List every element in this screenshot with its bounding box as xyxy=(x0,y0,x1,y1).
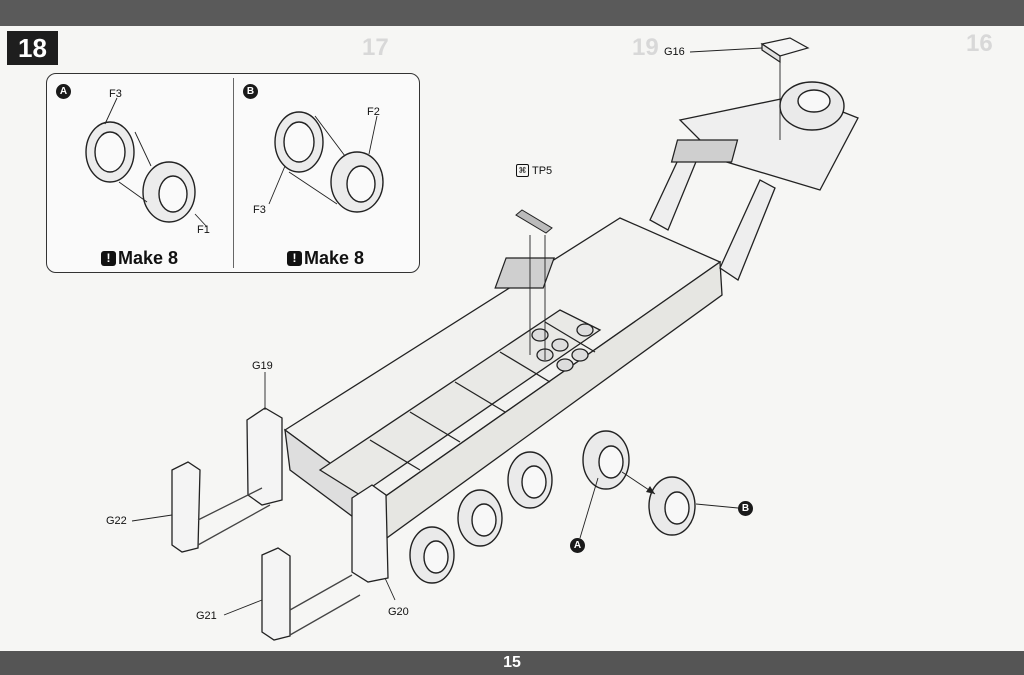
part-label-f3: F3 xyxy=(253,204,266,216)
warning-icon: ! xyxy=(287,251,302,266)
make-8-label: ! Make 8 xyxy=(287,248,364,269)
wheel-b xyxy=(648,476,696,536)
part-label-f1: F1 xyxy=(197,224,210,236)
callout-a-marker: A xyxy=(570,538,585,553)
make-8-text: Make 8 xyxy=(118,248,179,268)
make-8-label: ! Make 8 xyxy=(101,248,178,269)
wheel xyxy=(507,451,553,509)
ghost-step: 16 xyxy=(966,30,993,57)
make-8-text: Make 8 xyxy=(304,248,365,268)
spare-wheel xyxy=(779,81,845,131)
part-label-f2: F2 xyxy=(367,106,380,118)
part-label-g21: G21 xyxy=(196,610,217,622)
part-label-f3: F3 xyxy=(109,88,122,100)
wheel-a xyxy=(582,430,630,490)
inset-divider xyxy=(233,78,234,268)
tire-f3-b xyxy=(274,111,324,173)
callout-b-marker: B xyxy=(243,84,258,99)
step-number: 18 xyxy=(7,31,58,65)
ghost-step: 17 xyxy=(362,34,389,61)
callout-b-marker: B xyxy=(738,501,753,516)
part-label-g22: G22 xyxy=(106,515,127,527)
tape-icon: ⌘ xyxy=(516,164,529,177)
part-label-g19: G19 xyxy=(252,360,273,372)
tp5-label: ⌘ TP5 xyxy=(516,164,552,177)
top-band xyxy=(0,0,1024,26)
callout-a-marker: A xyxy=(56,84,71,99)
part-label-g16: G16 xyxy=(664,46,685,58)
part-label-g20: G20 xyxy=(388,606,409,618)
wheel xyxy=(457,489,503,547)
bottom-band xyxy=(0,651,1024,675)
page-number: 15 xyxy=(503,654,521,671)
tire-f3-a xyxy=(85,121,135,183)
wheel-f1-a xyxy=(142,161,196,223)
inset-drawings xyxy=(85,97,384,228)
ghost-step: 19 xyxy=(632,34,659,61)
tp5-text: TP5 xyxy=(532,164,553,177)
subassembly-inset: A F3 F1 ! Make 8 B F2 F3 ! Make 8 xyxy=(46,73,420,273)
wheel-f2-b xyxy=(330,151,384,213)
wheel xyxy=(409,526,455,584)
warning-icon: ! xyxy=(101,251,116,266)
